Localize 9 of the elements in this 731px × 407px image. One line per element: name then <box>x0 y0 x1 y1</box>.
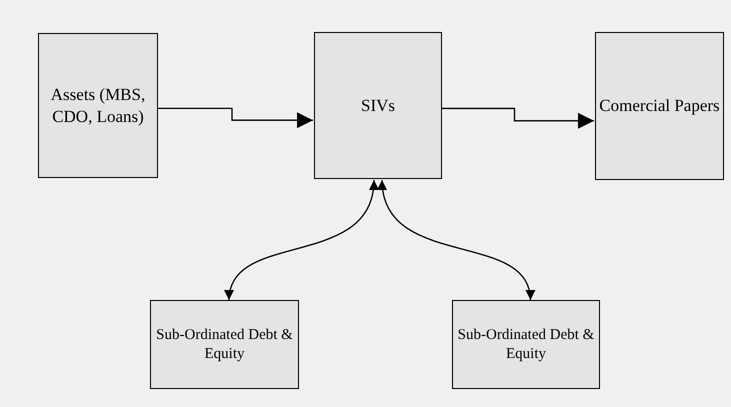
process-box: Sub-Ordinated Debt & Equity <box>150 300 299 389</box>
process-box: Sub-Ordinated Debt & Equity <box>452 300 600 389</box>
arrow <box>378 180 534 300</box>
arrow <box>158 108 313 128</box>
process-box: Comercial Papers <box>595 32 724 180</box>
process-box: Assets (MBS, CDO, Loans) <box>38 33 158 178</box>
process-box: SIVs <box>314 32 442 179</box>
arrow <box>442 108 594 129</box>
arrow <box>226 180 378 300</box>
